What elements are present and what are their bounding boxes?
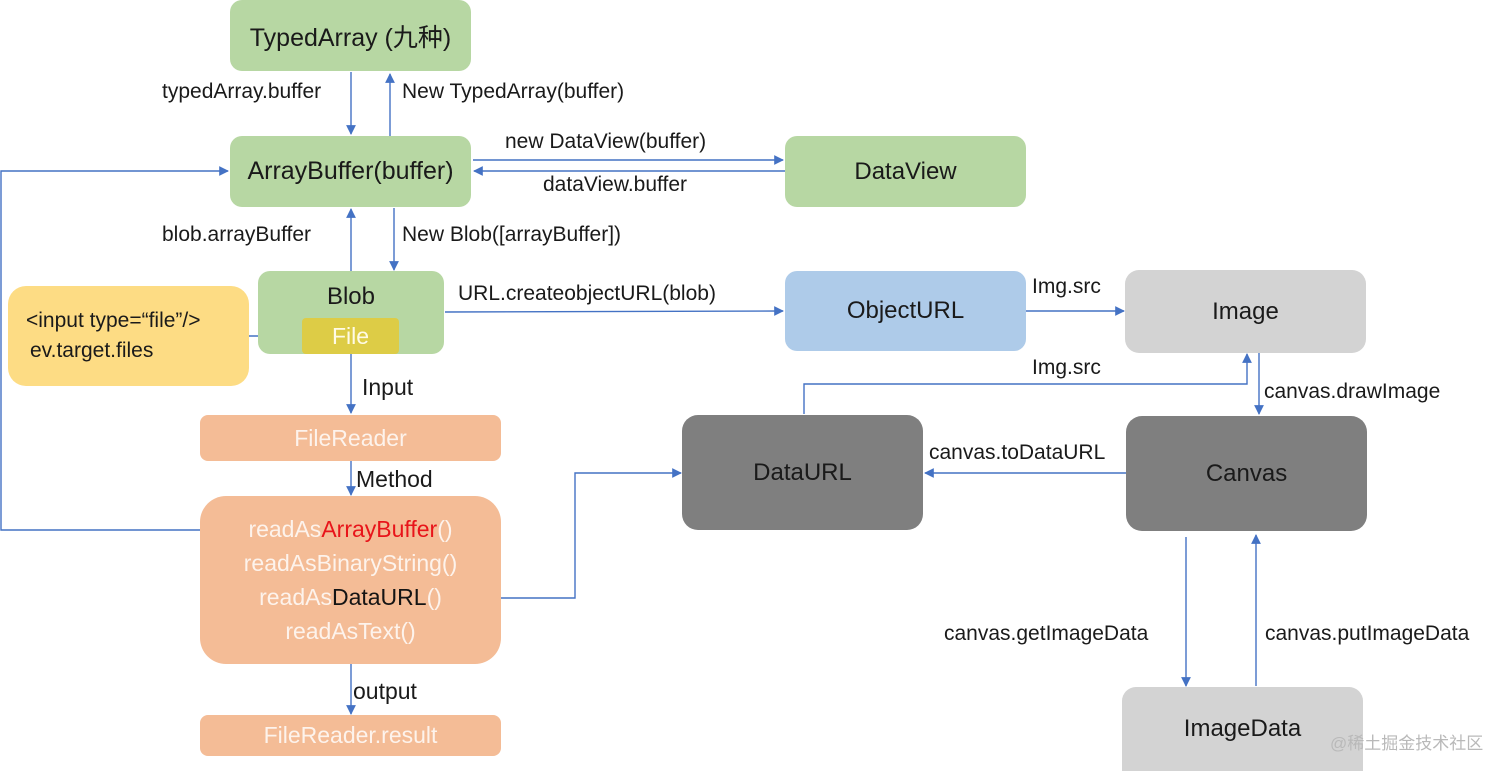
node-file: File <box>302 318 399 354</box>
node-image-label: Image <box>1212 297 1279 325</box>
method-readasarraybuffer: readAsArrayBuffer() <box>248 512 452 546</box>
node-arraybuffer-label: ArrayBuffer(buffer) <box>247 157 454 185</box>
label-draw-image: canvas.drawImage <box>1264 380 1441 403</box>
label-put-image-data: canvas.putImageData <box>1265 622 1470 645</box>
node-imagedata: ImageData <box>1122 687 1363 771</box>
label-blob-arraybuffer: blob.arrayBuffer <box>162 223 312 246</box>
method-prefix: readAs <box>248 516 322 542</box>
method-prefix: readAs <box>259 584 332 610</box>
method-readastext: readAsText() <box>285 614 415 648</box>
label-new-dataview: new DataView(buffer) <box>505 130 707 153</box>
label-typedarray-buffer: typedArray.buffer <box>162 80 322 103</box>
label-input: Input <box>362 374 414 400</box>
method-prefix: readAsBinaryString() <box>243 550 458 576</box>
label-dataview-buffer: dataView.buffer <box>543 173 688 196</box>
node-objecturl: ObjectURL <box>785 271 1026 351</box>
node-canvas: Canvas <box>1126 416 1367 531</box>
node-image: Image <box>1125 270 1366 353</box>
edge-readas-arraybuffer-loop <box>0 166 233 531</box>
node-arraybuffer: ArrayBuffer(buffer) <box>230 136 471 207</box>
label-create-object-url: URL.createobjectURL(blob) <box>458 282 716 305</box>
node-typedarray-label: TypedArray (九种) <box>249 23 452 52</box>
label-method: Method <box>356 466 433 492</box>
node-filereader-result-label: FileReader.result <box>263 722 438 748</box>
label-get-image-data: canvas.getImageData <box>944 622 1149 645</box>
node-dataurl-label: DataURL <box>753 458 852 486</box>
node-filereader-result: FileReader.result <box>200 715 501 756</box>
method-highlight-arraybuffer: ArrayBuffer <box>321 516 438 542</box>
node-imagedata-label: ImageData <box>1183 715 1302 742</box>
edge-readas-dataurl <box>468 468 682 599</box>
label-to-data-url: canvas.toDataURL <box>929 441 1106 464</box>
method-highlight-dataurl: DataURL <box>331 584 427 610</box>
node-canvas-label: Canvas <box>1205 459 1288 487</box>
node-dataview: DataView <box>785 136 1026 207</box>
method-suffix: () <box>426 584 442 610</box>
node-filereader-methods: readAsArrayBuffer() readAsBinaryString()… <box>200 496 501 664</box>
method-prefix: readAsText() <box>285 618 416 644</box>
label-img-src-2: Img.src <box>1032 356 1101 379</box>
node-objecturl-label: ObjectURL <box>846 297 965 324</box>
node-dataurl: DataURL <box>682 415 923 530</box>
method-readasbinarystring: readAsBinaryString() <box>244 546 457 580</box>
node-input-file-line2: ev.target.files <box>30 339 154 362</box>
method-readasdataurl: readAsDataURL() <box>259 580 442 614</box>
method-suffix: () <box>437 516 453 542</box>
label-new-typedarray: New TypedArray(buffer) <box>402 80 625 103</box>
edge-img-src-2 <box>803 353 1252 414</box>
label-img-src-1: Img.src <box>1032 275 1101 298</box>
node-input-file: <input type=“file”/> ev.target.files <box>8 286 249 386</box>
node-file-label: File <box>331 322 370 349</box>
node-filereader-label: FileReader <box>294 424 407 451</box>
node-typedarray: TypedArray (九种) <box>230 0 471 71</box>
label-new-blob: New Blob([arrayBuffer]) <box>402 223 622 246</box>
node-blob-label: Blob <box>326 283 376 310</box>
label-output: output <box>353 678 417 704</box>
edge-create-object-url <box>444 306 784 316</box>
node-filereader: FileReader <box>200 415 501 461</box>
watermark: @稀土掘金技术社区 <box>1330 734 1484 753</box>
node-input-file-line1: <input type=“file”/> <box>26 309 201 332</box>
node-dataview-label: DataView <box>854 157 957 185</box>
